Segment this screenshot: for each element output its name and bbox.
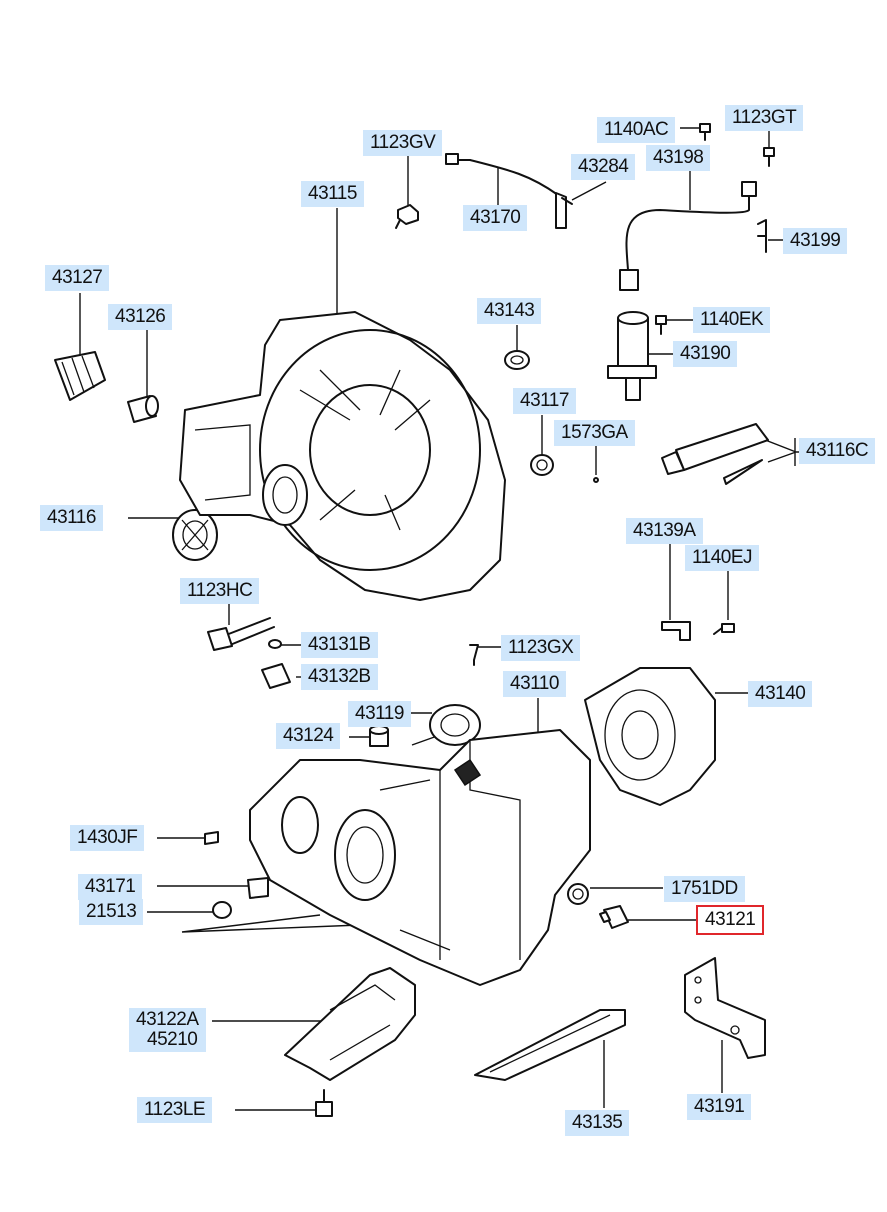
part-label-43140[interactable]: 43140 (748, 681, 813, 707)
part-label-43170[interactable]: 43170 (463, 205, 528, 231)
part-label-21513[interactable]: 21513 (79, 899, 144, 925)
part-label-43115[interactable]: 43115 (301, 181, 364, 207)
bracket-43191-shape (684, 957, 766, 1059)
part-label-43122a[interactable]: 43122A (136, 1009, 199, 1030)
part-label-43110[interactable]: 43110 (503, 671, 566, 697)
part-label-1573ga[interactable]: 1573GA (554, 420, 635, 446)
part-label-43131b[interactable]: 43131B (301, 632, 378, 658)
part-label-1140ej[interactable]: 1140EJ (685, 545, 760, 571)
part-label-43122a-45210[interactable]: 43122A 45210 (129, 1008, 206, 1052)
part-label-43135[interactable]: 43135 (565, 1110, 630, 1136)
part-label-43121-selected[interactable]: 43121 (695, 905, 765, 935)
part-label-43126[interactable]: 43126 (108, 304, 173, 330)
part-label-43190[interactable]: 43190 (673, 341, 738, 367)
transaxle-case-43110-shape (249, 729, 591, 986)
part-label-1751dd[interactable]: 1751DD (664, 876, 745, 902)
cable-43198-shape (619, 181, 757, 291)
bolt-1123hc-shape (207, 617, 275, 651)
sensor-43170-shape (445, 153, 573, 229)
part-label-43132b[interactable]: 43132B (301, 664, 378, 690)
part-label-43143[interactable]: 43143 (477, 298, 542, 324)
tube-43116c-shape (661, 423, 769, 485)
part-label-43127[interactable]: 43127 (45, 265, 110, 291)
small-parts (54, 123, 775, 1117)
part-label-43198[interactable]: 43198 (646, 145, 711, 171)
part-label-43139a[interactable]: 43139A (626, 518, 703, 544)
bracket-43122a-shape (284, 967, 416, 1081)
part-label-1123gv[interactable]: 1123GV (363, 130, 443, 156)
part-label-1123gt[interactable]: 1123GT (725, 105, 804, 131)
part-label-1123le[interactable]: 1123LE (137, 1097, 213, 1123)
switch-43190-shape (607, 311, 657, 401)
part-label-1140ac[interactable]: 1140AC (597, 117, 676, 143)
large-parts (179, 311, 766, 1081)
leader-lines (79, 127, 800, 1111)
part-label-43199[interactable]: 43199 (783, 228, 848, 254)
part-label-45210[interactable]: 45210 (147, 1029, 198, 1050)
part-label-43171[interactable]: 43171 (78, 874, 143, 900)
part-label-43284[interactable]: 43284 (571, 154, 636, 180)
clutch-housing-43115-shape (179, 311, 506, 601)
plug-43121-shape (599, 905, 629, 929)
part-label-1123gx[interactable]: 1123GX (501, 635, 581, 661)
part-label-43191[interactable]: 43191 (687, 1094, 752, 1120)
part-label-43117[interactable]: 43117 (513, 388, 576, 414)
part-label-43124[interactable]: 43124 (276, 723, 341, 749)
cap-43116-shape (172, 509, 218, 561)
bolt-1123gv-shape (395, 204, 419, 229)
part-label-1140ek[interactable]: 1140EK (693, 307, 771, 333)
part-label-1123hc[interactable]: 1123HC (180, 578, 260, 604)
part-label-43119[interactable]: 43119 (348, 701, 411, 727)
part-label-43116c[interactable]: 43116C (799, 438, 876, 464)
plate-43135-shape (474, 1009, 626, 1081)
part-label-1430jf[interactable]: 1430JF (70, 825, 145, 851)
bushing-43126-shape (127, 395, 159, 423)
boot-43127-shape (54, 351, 106, 401)
part-label-43116[interactable]: 43116 (40, 505, 103, 531)
extension-housing-43140-shape (584, 667, 716, 806)
